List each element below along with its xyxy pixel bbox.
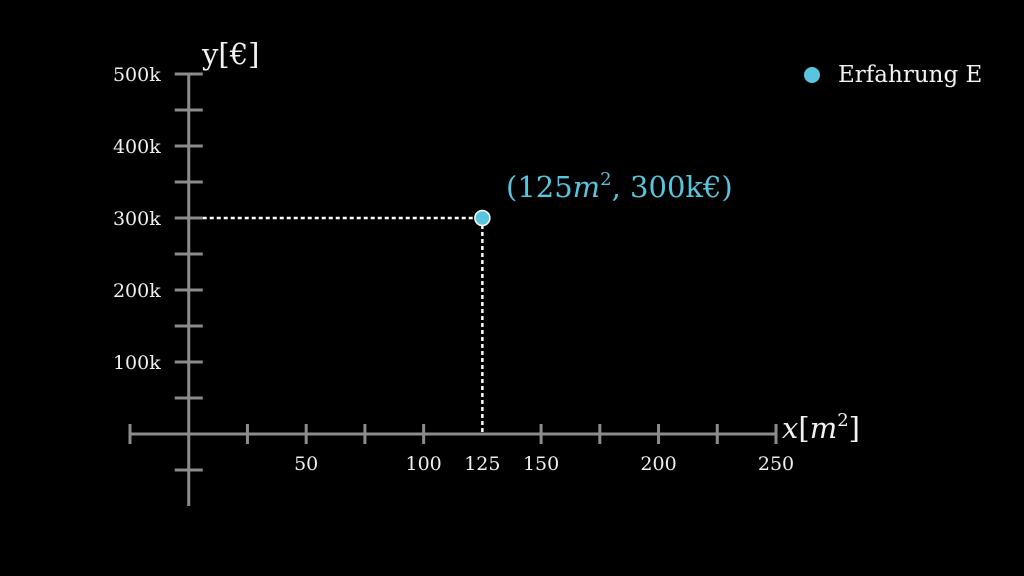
x-axis-title: x[m2] [782, 410, 860, 445]
y-axis-title: y[€] [201, 37, 259, 71]
x-tick-label: 50 [294, 453, 318, 475]
guide-lines [188, 216, 484, 434]
x-tick-label: 150 [523, 453, 559, 475]
x-tick-label: 250 [758, 453, 794, 475]
data-point [474, 209, 491, 227]
x-axis-unit-exponent: 2 [837, 410, 848, 431]
tick-labels: 50 100 150 200 250 125 100k 200k 300k 400k 500k [113, 64, 794, 475]
annotation-variable: m [573, 170, 601, 204]
y-tick-label: 400k [113, 136, 161, 158]
annotation-exponent: 2 [600, 169, 611, 190]
y-tick-label: 500k [113, 64, 161, 86]
x-tick-label: 100 [406, 453, 442, 475]
y-tick-label: 300k [113, 208, 161, 230]
x-tick-label: 200 [640, 453, 676, 475]
x-axis-unit: m [810, 411, 838, 445]
y-tick-label: 100k [113, 352, 161, 374]
annotation-rest: , 300k€) [612, 170, 733, 204]
annotation-open: (125 [506, 170, 573, 204]
x-axis-bracket-close: ] [849, 411, 860, 445]
legend: Erfahrung E [804, 62, 982, 88]
x-axis-variable: x [782, 411, 798, 445]
legend-marker-erfahrung-e [804, 67, 820, 83]
axes [130, 74, 776, 506]
point-annotation: (125m2, 300k€) [506, 169, 733, 204]
axis-ticks [128, 72, 778, 472]
legend-label-erfahrung-e: Erfahrung E [838, 62, 982, 88]
data-points [474, 209, 491, 227]
y-tick-label: 200k [113, 280, 161, 302]
x-tick-label-point: 125 [464, 453, 500, 475]
x-axis-bracket-open: [ [798, 411, 809, 445]
